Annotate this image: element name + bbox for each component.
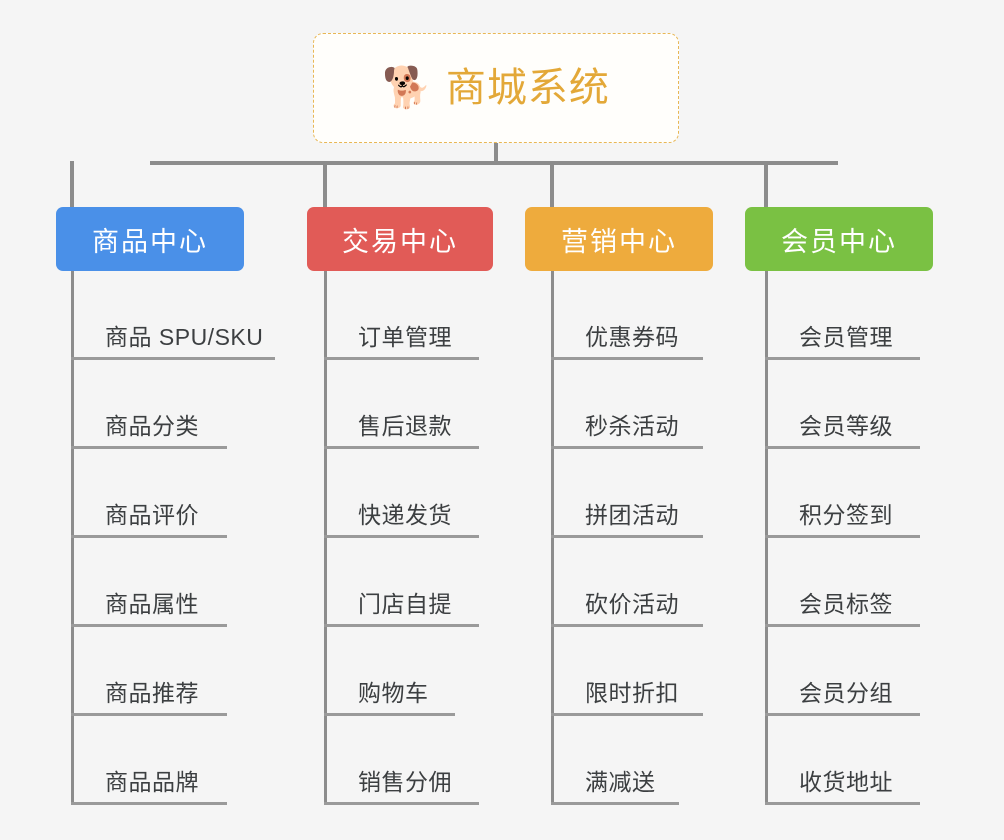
category-label: 商品中心 — [92, 226, 208, 257]
connector-drop-member-center — [764, 161, 768, 207]
leaf-item-label: 收货地址 — [799, 769, 893, 795]
leaf-item-underline — [765, 624, 920, 627]
leaf-item[interactable]: 优惠券码 — [551, 271, 703, 360]
leaf-item[interactable]: 订单管理 — [324, 271, 479, 360]
leaf-item[interactable]: 快递发货 — [324, 449, 479, 538]
leaf-item-label: 快递发货 — [358, 502, 452, 528]
category-box-member-center[interactable]: 会员中心 — [745, 207, 933, 271]
leaf-item-label: 拼团活动 — [585, 502, 679, 528]
leaf-item-underline — [71, 802, 227, 805]
leaf-item-label: 商品推荐 — [105, 680, 199, 706]
leaf-item-underline — [71, 624, 227, 627]
leaf-item[interactable]: 商品分类 — [71, 360, 227, 449]
category-label: 营销中心 — [561, 226, 677, 257]
leaf-item-label: 积分签到 — [799, 502, 893, 528]
category-box-marketing-center[interactable]: 营销中心 — [525, 207, 713, 271]
leaf-item-underline — [324, 713, 455, 716]
leaf-item-underline — [324, 802, 479, 805]
leaf-item-label: 会员等级 — [799, 413, 893, 439]
leaf-item-underline — [71, 446, 227, 449]
category-box-product-center[interactable]: 商品中心 — [56, 207, 244, 271]
connector-horizontal-bus — [150, 161, 838, 165]
leaf-item-label: 商品评价 — [105, 502, 199, 528]
leaf-item-underline — [71, 357, 275, 360]
branch-stem-member-center — [765, 271, 768, 805]
leaf-item-label: 会员管理 — [799, 324, 893, 350]
connector-drop-marketing-center — [550, 161, 554, 207]
leaf-item-underline — [71, 535, 227, 538]
branch-stem-marketing-center — [551, 271, 554, 805]
leaf-item-label: 订单管理 — [358, 324, 452, 350]
leaf-item-label: 会员分组 — [799, 680, 893, 706]
leaf-item-label: 商品属性 — [105, 591, 199, 617]
leaf-item-underline — [324, 446, 479, 449]
leaf-item-underline — [765, 535, 920, 538]
leaf-item[interactable]: 门店自提 — [324, 538, 479, 627]
leaf-item-underline — [765, 446, 920, 449]
leaf-item-label: 销售分佣 — [358, 769, 452, 795]
leaf-item[interactable]: 商品属性 — [71, 538, 227, 627]
leaf-item-underline — [324, 535, 479, 538]
leaf-item-label: 商品品牌 — [105, 769, 199, 795]
leaf-item[interactable]: 销售分佣 — [324, 716, 479, 805]
leaf-item[interactable]: 售后退款 — [324, 360, 479, 449]
leaf-item[interactable]: 商品评价 — [71, 449, 227, 538]
branch-stem-product-center — [71, 271, 74, 805]
leaf-item[interactable]: 会员分组 — [765, 627, 920, 716]
leaf-item-label: 商品 SPU/SKU — [105, 324, 264, 350]
leaf-item-underline — [765, 713, 920, 716]
leaf-item[interactable]: 会员标签 — [765, 538, 920, 627]
category-box-trade-center[interactable]: 交易中心 — [307, 207, 493, 271]
leaf-item[interactable]: 收货地址 — [765, 716, 920, 805]
leaf-item-label: 优惠券码 — [585, 324, 679, 350]
leaf-item[interactable]: 会员管理 — [765, 271, 920, 360]
leaf-item[interactable]: 秒杀活动 — [551, 360, 703, 449]
leaf-item[interactable]: 满减送 — [551, 716, 679, 805]
connector-drop-trade-center — [323, 161, 327, 207]
leaf-item[interactable]: 会员等级 — [765, 360, 920, 449]
leaf-item[interactable]: 限时折扣 — [551, 627, 703, 716]
connector-root-stem — [494, 143, 498, 164]
leaf-item-label: 限时折扣 — [585, 680, 679, 706]
leaf-item[interactable]: 商品 SPU/SKU — [71, 271, 275, 360]
branch-stem-trade-center — [324, 271, 327, 805]
leaf-item-label: 门店自提 — [358, 591, 452, 617]
leaf-item-label: 商品分类 — [105, 413, 199, 439]
leaf-item-underline — [765, 802, 920, 805]
category-label: 会员中心 — [781, 226, 897, 257]
leaf-item-underline — [324, 624, 479, 627]
leaf-item-underline — [324, 357, 479, 360]
leaf-item[interactable]: 购物车 — [324, 627, 455, 716]
leaf-item-label: 砍价活动 — [585, 591, 679, 617]
connector-drop-product-center — [70, 161, 74, 207]
leaf-item[interactable]: 商品推荐 — [71, 627, 227, 716]
root-title: 商城系统 — [445, 66, 610, 110]
leaf-item-underline — [71, 713, 227, 716]
leaf-item[interactable]: 砍价活动 — [551, 538, 703, 627]
category-label: 交易中心 — [342, 226, 458, 257]
shiba-dog-face-icon: 🐕 — [382, 66, 432, 110]
leaf-item-label: 会员标签 — [799, 591, 893, 617]
root-node[interactable]: 🐕 商城系统 — [313, 33, 679, 143]
leaf-item-underline — [551, 713, 703, 716]
leaf-item[interactable]: 积分签到 — [765, 449, 920, 538]
leaf-item-underline — [551, 802, 679, 805]
leaf-item-underline — [551, 624, 703, 627]
leaf-item-underline — [765, 357, 920, 360]
leaf-item-underline — [551, 446, 703, 449]
leaf-item-underline — [551, 535, 703, 538]
leaf-item-label: 满减送 — [585, 769, 656, 795]
leaf-item[interactable]: 拼团活动 — [551, 449, 703, 538]
leaf-item-label: 售后退款 — [358, 413, 452, 439]
leaf-item-label: 购物车 — [358, 680, 429, 706]
leaf-item-label: 秒杀活动 — [585, 413, 679, 439]
leaf-item-underline — [551, 357, 703, 360]
leaf-item[interactable]: 商品品牌 — [71, 716, 227, 805]
